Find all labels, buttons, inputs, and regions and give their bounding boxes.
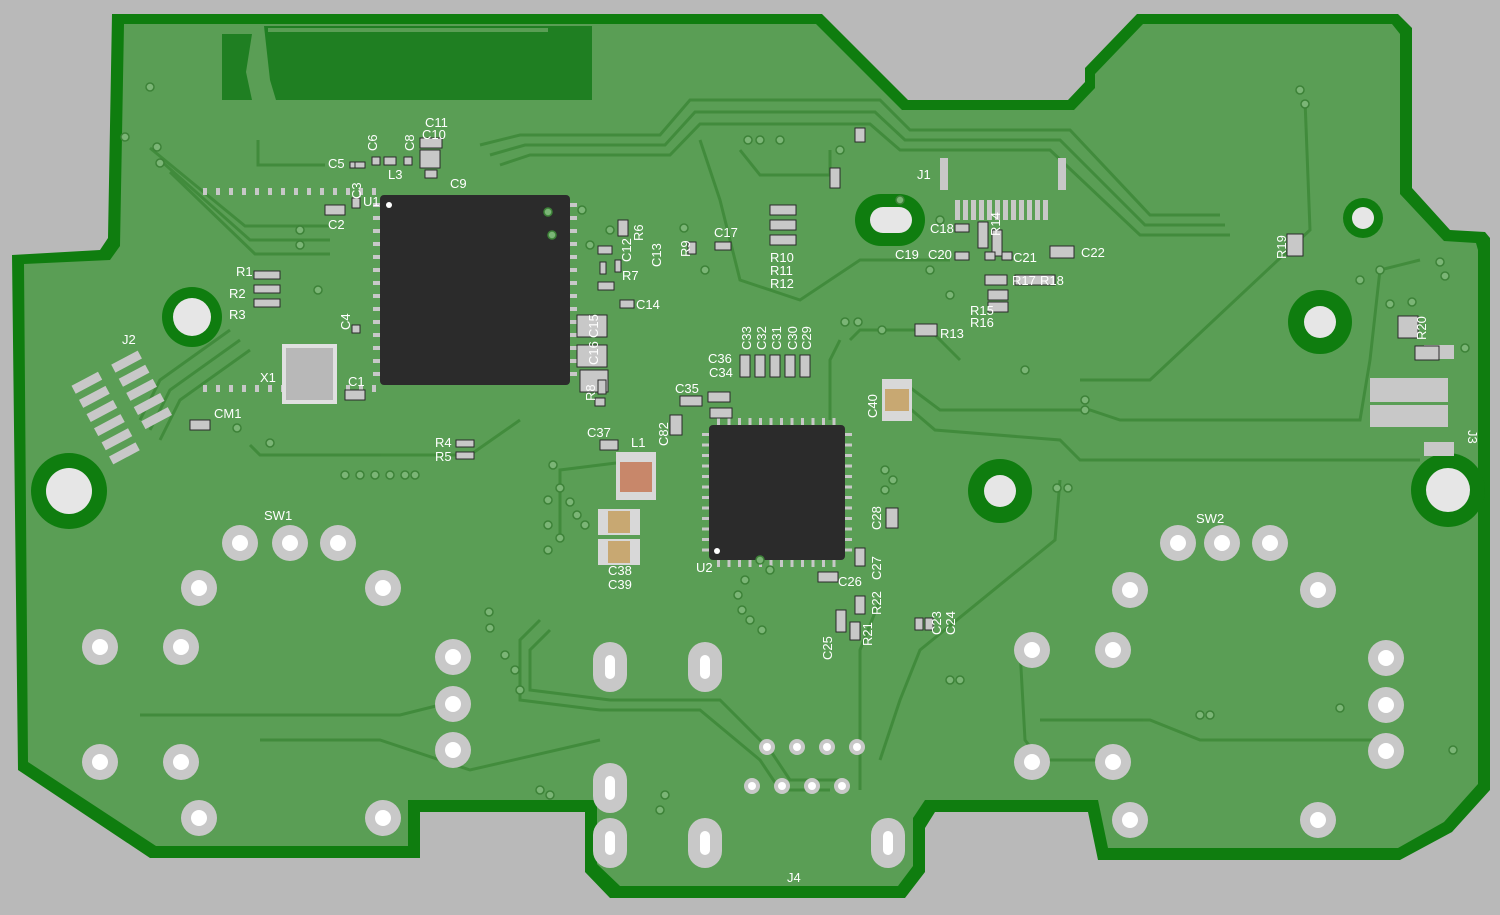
smd-parts <box>120 82 1470 815</box>
label-r14: R14 <box>988 212 1003 236</box>
label-c14: C14 <box>636 297 660 312</box>
label-c19: C19 <box>895 247 919 262</box>
label-r2: R2 <box>229 286 246 301</box>
label-c2: C2 <box>328 217 345 232</box>
label-c32: C32 <box>754 326 769 350</box>
antenna-gap <box>268 28 548 32</box>
label-sw1: SW1 <box>264 508 292 523</box>
j1-pad <box>940 158 948 190</box>
label-c12: C12 <box>619 238 634 262</box>
through-hole-pads <box>82 525 1404 868</box>
j1-pins <box>955 200 1048 220</box>
label-c28: C28 <box>869 506 884 530</box>
label-c11: C11 <box>425 115 448 130</box>
mounting-holes <box>31 194 1485 529</box>
label-c4: C4 <box>338 313 353 330</box>
label-r4: R4 <box>435 435 452 450</box>
label-c22: C22 <box>1081 245 1105 260</box>
label-sw2: SW2 <box>1196 511 1224 526</box>
label-x1: X1 <box>260 370 276 385</box>
label-c20: C20 <box>928 247 952 262</box>
label-c37: C37 <box>587 425 611 440</box>
label-c8: C8 <box>402 134 417 151</box>
u1-pins <box>203 188 577 392</box>
label-c27: C27 <box>869 556 884 580</box>
label-c24: C24 <box>943 611 958 635</box>
label-c35: C35 <box>675 381 699 396</box>
label-c38: C38 <box>608 563 632 578</box>
label-c31: C31 <box>769 326 784 350</box>
label-r12: R12 <box>770 276 794 291</box>
label-l3: L3 <box>388 167 402 182</box>
label-r15: R15 <box>970 303 994 318</box>
antenna-copper-main <box>264 26 592 100</box>
antenna-copper <box>222 34 252 100</box>
label-r18: R18 <box>1040 273 1064 288</box>
label-c15: C15 <box>586 314 601 338</box>
label-c18: C18 <box>930 221 954 236</box>
label-j3: J3 <box>1465 430 1480 444</box>
label-r17: R17 <box>1012 273 1036 288</box>
u2-pins <box>702 418 852 567</box>
label-c13: C13 <box>649 243 664 267</box>
label-u1: U1 <box>363 194 380 209</box>
label-c16: C16 <box>586 341 601 365</box>
label-r21: R21 <box>860 622 875 646</box>
label-r3: R3 <box>229 307 246 322</box>
label-c10: C10 <box>422 127 446 142</box>
label-j2: J2 <box>122 332 136 347</box>
j3-pad <box>1424 442 1454 456</box>
label-c1: C1 <box>348 374 365 389</box>
label-c21: C21 <box>1013 250 1037 265</box>
label-c33: C33 <box>739 326 754 350</box>
label-r20: R20 <box>1414 316 1429 340</box>
label-c25: C25 <box>820 636 835 660</box>
label-c34: C34 <box>709 365 733 380</box>
label-r16: R16 <box>970 315 994 330</box>
label-l1: L1 <box>631 435 645 450</box>
label-c3: C3 <box>349 182 364 199</box>
label-j4: J4 <box>787 870 801 885</box>
label-r19: R19 <box>1274 235 1289 259</box>
label-r13: R13 <box>940 326 964 341</box>
label-c23: C23 <box>929 611 944 635</box>
label-c82: C82 <box>656 422 671 446</box>
label-r8: R8 <box>583 384 598 401</box>
label-c36: C36 <box>708 351 732 366</box>
label-r10: R10 <box>770 250 794 265</box>
u1-chip <box>380 195 570 385</box>
j3-pad <box>1370 405 1448 427</box>
label-c29: C29 <box>799 326 814 350</box>
label-c39: C39 <box>608 577 632 592</box>
label-j1: J1 <box>917 167 931 182</box>
j3-pad <box>1370 378 1448 402</box>
label-c40: C40 <box>865 394 880 418</box>
label-c6: C6 <box>365 134 380 151</box>
label-c30: C30 <box>785 326 800 350</box>
label-u2: U2 <box>696 560 713 575</box>
label-r6: R6 <box>631 224 646 241</box>
label-c5: C5 <box>328 156 345 171</box>
label-c26: C26 <box>838 574 862 589</box>
j2-pads <box>71 350 172 465</box>
label-r5: R5 <box>435 449 452 464</box>
j1-pad <box>1058 158 1066 190</box>
label-r9: R9 <box>678 240 693 257</box>
label-r1: R1 <box>236 264 253 279</box>
label-c9: C9 <box>450 176 467 191</box>
label-r22: R22 <box>869 591 884 615</box>
u2-chip <box>709 425 845 560</box>
label-c17: C17 <box>714 225 738 240</box>
label-r11: R11 <box>770 263 793 278</box>
label-r7: R7 <box>622 268 639 283</box>
label-cm1: CM1 <box>214 406 241 421</box>
